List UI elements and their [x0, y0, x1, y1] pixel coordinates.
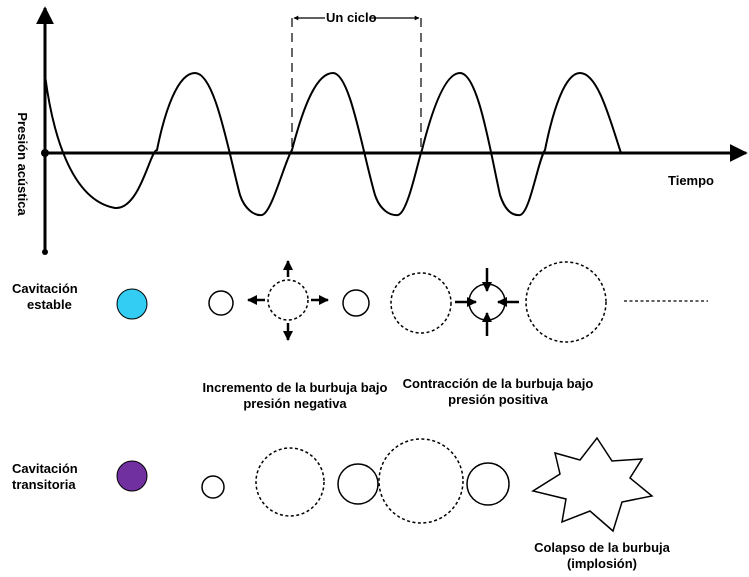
bubble-largest-dashed: [525, 261, 607, 343]
x-axis-label: Tiempo: [668, 173, 714, 188]
transient-bubble-medium: [337, 463, 379, 505]
y-axis-label: Presión acústica: [15, 112, 30, 216]
y-axis-bottom-dot: [42, 249, 48, 255]
transient-bubble-dashed-1: [255, 447, 325, 517]
transient-indicator: [116, 460, 148, 492]
transient-label: Cavitación transitoria: [12, 461, 78, 493]
bubble-small: [208, 290, 234, 316]
collapse-caption-line1: Colapso de la burbuja: [534, 540, 670, 555]
expansion-arrows: [247, 260, 329, 341]
transient-bubble-dashed-2: [378, 438, 464, 524]
expansion-caption: Incremento de la burbuja bajo presión ne…: [160, 380, 430, 412]
transient-label-line2: transitoria: [12, 477, 76, 492]
transient-bubble-large: [466, 462, 510, 506]
expansion-caption-line2: presión negativa: [243, 396, 347, 411]
stable-indicator: [116, 288, 148, 320]
transient-bubble-small: [201, 475, 225, 499]
bubble-large-dashed: [390, 272, 452, 334]
expansion-caption-line1: Incremento de la burbuja bajo: [202, 380, 388, 395]
contraction-caption-line1: Contracción de la burbuja bajo: [402, 376, 594, 391]
bubble-expanding: [267, 279, 309, 321]
pressure-wave: [44, 71, 622, 217]
contraction-arrows: [455, 268, 519, 336]
origin-dot: [41, 149, 49, 157]
transient-label-line1: Cavitación: [12, 461, 78, 476]
stable-label-line2: estable: [27, 297, 72, 312]
stable-label: Cavitación estable: [12, 281, 78, 313]
collapse-star: [531, 436, 654, 533]
bubble-medium: [342, 289, 370, 317]
cycle-label: Un ciclo: [326, 10, 377, 25]
contraction-caption: Contracción de la burbuja bajo presión p…: [363, 376, 633, 408]
stable-label-line1: Cavitación: [12, 281, 78, 296]
collapse-caption: Colapso de la burbuja (implosión): [507, 540, 697, 572]
contraction-caption-line2: presión positiva: [448, 392, 548, 407]
collapse-caption-line2: (implosión): [566, 556, 638, 571]
